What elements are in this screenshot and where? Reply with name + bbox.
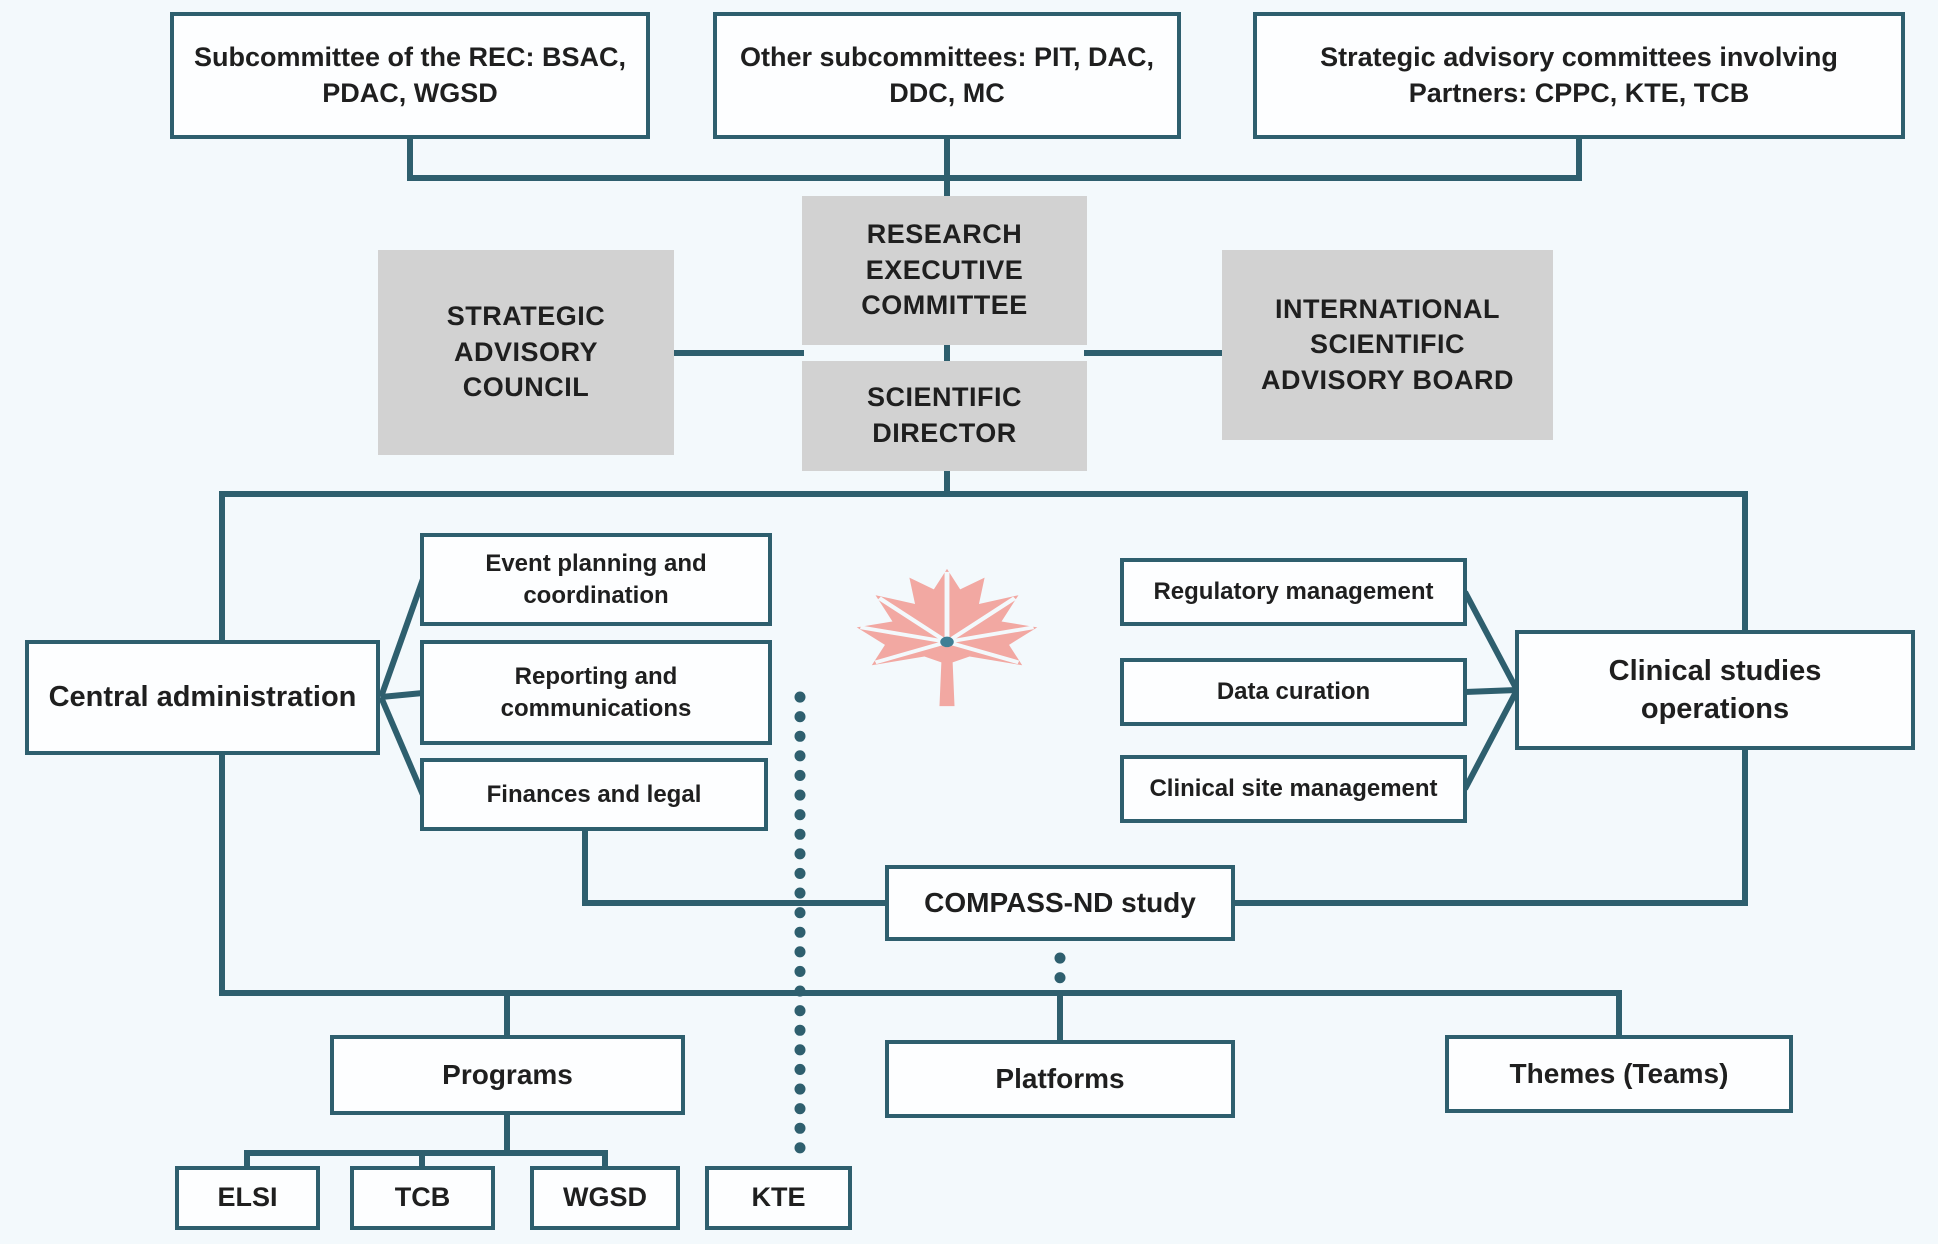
node-finances-legal: Finances and legal xyxy=(420,758,768,831)
node-tcb: TCB xyxy=(350,1166,495,1230)
node-strategic-advisory-council: STRATEGIC ADVISORY COUNCIL xyxy=(378,250,674,455)
node-international-scientific-advisory-board: INTERNATIONAL SCIENTIFIC ADVISORY BOARD xyxy=(1222,250,1553,440)
node-regulatory-management: Regulatory management xyxy=(1120,558,1467,626)
node-other-subcommittees: Other subcommittees: PIT, DAC, DDC, MC xyxy=(713,12,1181,139)
leaf-center-dot xyxy=(940,636,954,648)
node-kte: KTE xyxy=(705,1166,852,1230)
node-compass-nd-study: COMPASS-ND study xyxy=(885,865,1235,941)
node-strategic-advisory-committees: Strategic advisory committees involving … xyxy=(1253,12,1905,139)
maple-leaf-icon xyxy=(856,568,1038,707)
node-clinical-site-management: Clinical site management xyxy=(1120,755,1467,823)
node-clinical-studies-operations: Clinical studies operations xyxy=(1515,630,1915,750)
node-scientific-director: SCIENTIFIC DIRECTOR xyxy=(802,361,1087,471)
node-event-planning: Event planning and coordination xyxy=(420,533,772,626)
node-programs: Programs xyxy=(330,1035,685,1115)
node-elsi: ELSI xyxy=(175,1166,320,1230)
node-reporting-communications: Reporting and communications xyxy=(420,640,772,745)
node-data-curation: Data curation xyxy=(1120,658,1467,726)
node-platforms: Platforms xyxy=(885,1040,1235,1118)
node-research-executive-committee: RESEARCH EXECUTIVE COMMITTEE xyxy=(802,196,1087,345)
node-rec-subcommittees: Subcommittee of the REC: BSAC, PDAC, WGS… xyxy=(170,12,650,139)
node-themes-teams: Themes (Teams) xyxy=(1445,1035,1793,1113)
node-wgsd: WGSD xyxy=(530,1166,680,1230)
node-central-administration: Central administration xyxy=(25,640,380,755)
